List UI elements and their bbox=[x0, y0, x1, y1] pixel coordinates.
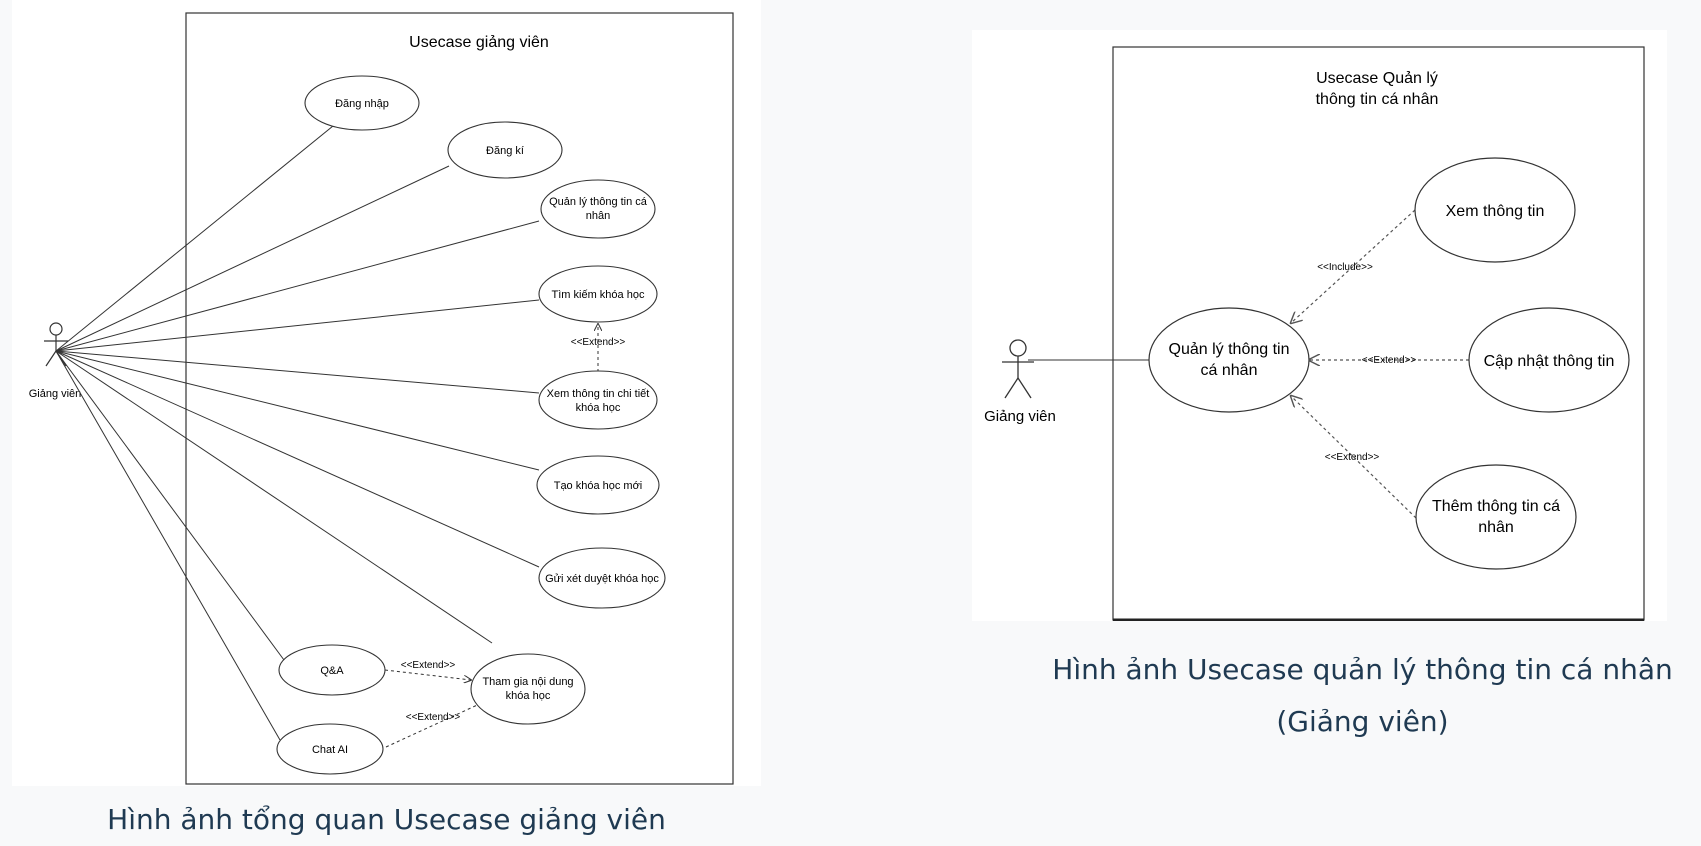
usecase-label-quan-ly-2: nhân bbox=[586, 210, 610, 222]
system-title-1: Usecase Quản lý bbox=[1316, 70, 1438, 87]
usecase-tao-khoa-hoc bbox=[536, 455, 660, 515]
relation-lines bbox=[1291, 209, 1469, 519]
usecase-them-thong-tin bbox=[1415, 464, 1577, 570]
usecase-cap-nhat-thong-tin bbox=[1468, 307, 1630, 413]
usecase-label-view: Xem thông tin bbox=[1446, 203, 1545, 220]
usecase-quan-ly-thong-tin bbox=[540, 179, 656, 239]
extend-label-chat: <<Extend>> bbox=[406, 712, 461, 723]
usecase-tham-gia bbox=[470, 653, 586, 725]
usecase-dang-nhap bbox=[304, 75, 420, 131]
usecase-label-tao: Tạo khóa học mới bbox=[554, 480, 643, 492]
include-label-view: <<Include>> bbox=[1317, 262, 1373, 273]
usecase-label-manage-1: Quản lý thông tin bbox=[1169, 341, 1290, 358]
extend-label-update: <<Extend>> bbox=[1362, 355, 1417, 366]
system-boundary bbox=[185, 12, 734, 785]
overview-caption: Hình ảnh tổng quan Usecase giảng viên bbox=[107, 803, 666, 836]
usecase-label-dang-nhap: Đăng nhập bbox=[335, 98, 389, 110]
usecase-dang-ki bbox=[447, 121, 563, 179]
system-title-2: thông tin cá nhân bbox=[1316, 91, 1439, 108]
usecase-tim-kiem bbox=[538, 265, 658, 323]
usecase-label-tim-kiem: Tìm kiếm khóa học bbox=[552, 289, 645, 301]
overview-diagram-panel: Usecase giảng viên Giảng viên bbox=[12, 0, 761, 786]
profile-usecase-diagram: Usecase Quản lý thông tin cá nhân Giảng … bbox=[984, 46, 1645, 621]
actor-label: Giảng viên bbox=[984, 408, 1056, 425]
usecase-label-tham-gia-1: Tham gia nội dung bbox=[482, 676, 573, 688]
usecase-chat-ai bbox=[276, 723, 384, 775]
usecase-label-dang-ki: Đăng kí bbox=[486, 145, 524, 157]
usecase-gui-xet-duyet bbox=[538, 547, 666, 609]
extend-lines bbox=[384, 324, 598, 748]
usecase-xem-chi-tiet bbox=[538, 370, 658, 430]
usecase-label-add-1: Thêm thông tin cá bbox=[1432, 498, 1560, 515]
overview-usecase-diagram: Usecase giảng viên Giảng viên bbox=[29, 12, 734, 785]
usecase-label-quan-ly-1: Quản lý thông tin cá bbox=[549, 196, 648, 208]
profile-caption: Hình ảnh Usecase quản lý thông tin cá nh… bbox=[1052, 653, 1673, 738]
usecase-label-qa: Q&A bbox=[320, 665, 344, 677]
usecase-label-add-2: nhân bbox=[1478, 519, 1514, 536]
usecase-label-chi-tiet-1: Xem thông tin chi tiết bbox=[547, 388, 650, 400]
extend-label-detail: <<Extend>> bbox=[571, 337, 626, 348]
actor-label: Giảng viên bbox=[29, 388, 82, 400]
usecase-label-tham-gia-2: khóa học bbox=[506, 690, 551, 702]
association-lines bbox=[55, 125, 540, 741]
usecase-label-gui: Gửi xét duyệt khóa học bbox=[545, 573, 659, 585]
extend-label-qa: <<Extend>> bbox=[401, 660, 456, 671]
usecase-label-chat: Chat AI bbox=[312, 744, 348, 756]
usecase-quan-ly-thong-tin bbox=[1148, 307, 1310, 413]
usecase-label-manage-2: cá nhân bbox=[1201, 362, 1258, 379]
usecase-label-chi-tiet-2: khóa học bbox=[576, 402, 621, 414]
system-title: Usecase giảng viên bbox=[409, 34, 549, 51]
usecase-qa bbox=[278, 644, 386, 696]
profile-diagram-panel: Usecase Quản lý thông tin cá nhân Giảng … bbox=[972, 30, 1667, 621]
actor-giang-vien bbox=[1002, 339, 1034, 399]
usecase-label-update: Cập nhật thông tin bbox=[1484, 353, 1615, 370]
extend-label-add: <<Extend>> bbox=[1325, 452, 1380, 463]
usecase-xem-thong-tin bbox=[1414, 157, 1576, 263]
